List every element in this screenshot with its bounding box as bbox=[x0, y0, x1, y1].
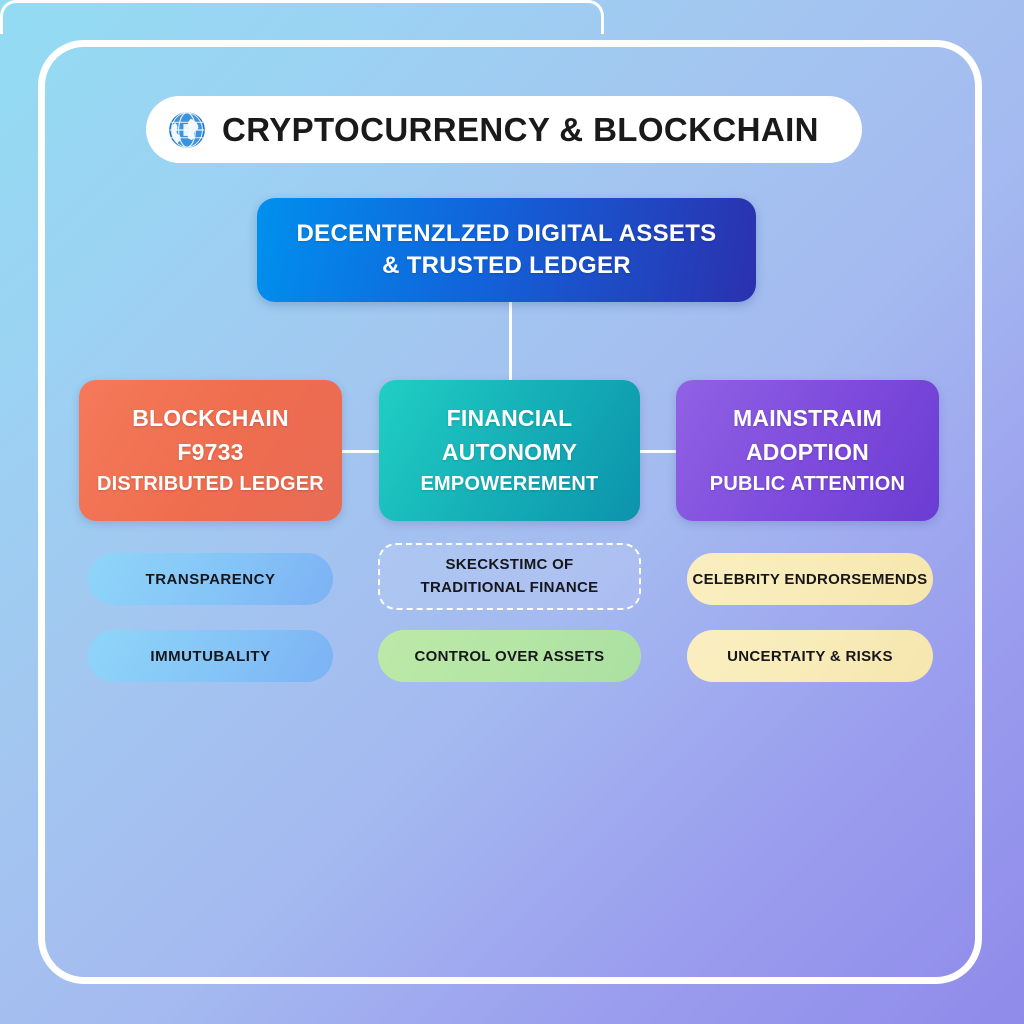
leaf-pill-control-over-assets[interactable]: CONTROL OVER ASSETS bbox=[378, 630, 641, 682]
root-node-line1: DECENTENZLZED DIGITAL ASSETS bbox=[296, 220, 717, 248]
leaf-pill-immutability-label: IMMUTUBALITY bbox=[150, 647, 271, 665]
leaf-pill-uncertainty-risks[interactable]: UNCERTAITY & RISKS bbox=[687, 630, 933, 682]
leaf-pill-transparency-label: TRANSPARENCY bbox=[145, 570, 276, 588]
leaf-pill-control-over-assets-label: CONTROL OVER ASSETS bbox=[414, 647, 605, 665]
branch-node-financial-autonomy[interactable]: FINANCIAL AUTONOMY EMPOWEREMENT bbox=[379, 380, 640, 521]
branch-c-line1: MAINSTRAIM bbox=[733, 405, 882, 432]
branch-b-line2: AUTONOMY bbox=[441, 438, 578, 465]
leaf-pill-celebrity-endorsements-label: CELEBRITY ENDRORSEMENDS bbox=[692, 570, 928, 588]
branch-a-line1: BLOCKCHAIN bbox=[132, 405, 289, 432]
connector-branch-b-to-c bbox=[640, 450, 676, 453]
branch-b-line3: EMPOWEREMENT bbox=[420, 472, 599, 495]
root-node-line2: & TRUSTED LEDGER bbox=[382, 252, 631, 279]
leaf-pill-celebrity-endorsements[interactable]: CELEBRITY ENDRORSEMENDS bbox=[687, 553, 933, 605]
page-title: CRYPTOCURRENCY & BLOCKCHAIN bbox=[222, 110, 819, 148]
leaf-dashed-line2: TRADITIONAL FINANCE bbox=[420, 578, 599, 596]
branch-node-blockchain[interactable]: BLOCKCHAIN F9733 DISTRIBUTED LEDGER bbox=[79, 380, 342, 521]
leaf-pill-uncertainty-risks-label: UNCERTAITY & RISKS bbox=[727, 647, 893, 665]
connector-branch-a-to-b bbox=[342, 450, 380, 453]
root-node[interactable]: DECENTENZLZED DIGITAL ASSETS & TRUSTED L… bbox=[257, 198, 756, 302]
connector-root-to-bus bbox=[509, 302, 512, 350]
branch-c-line3: PUBLIC ATTENTION bbox=[709, 472, 906, 495]
title-bar: CRYPTOCURRENCY & BLOCKCHAIN bbox=[146, 96, 862, 163]
leaf-pill-transparency[interactable]: TRANSPARENCY bbox=[88, 553, 333, 605]
branch-b-line1: FINANCIAL bbox=[446, 405, 573, 432]
leaf-pill-immutability[interactable]: IMMUTUBALITY bbox=[88, 630, 333, 682]
globe-icon bbox=[169, 111, 205, 148]
connector-bus-to-middle-branch bbox=[509, 348, 512, 381]
branch-c-line2: ADOPTION bbox=[746, 438, 869, 465]
leaf-dashed-line1: SKECKSTIMC OF bbox=[445, 555, 574, 573]
branch-a-line3: DISTRIBUTED LEDGER bbox=[97, 472, 324, 495]
branch-a-line2: F9733 bbox=[177, 438, 244, 465]
connector-horizontal-bus bbox=[0, 0, 604, 34]
outer-frame-border bbox=[38, 40, 982, 984]
branch-node-mainstream-adoption[interactable]: MAINSTRAIM ADOPTION PUBLIC ATTENTION bbox=[676, 380, 939, 521]
leaf-dashed-skepticism[interactable]: SKECKSTIMC OF TRADITIONAL FINANCE bbox=[378, 543, 641, 610]
